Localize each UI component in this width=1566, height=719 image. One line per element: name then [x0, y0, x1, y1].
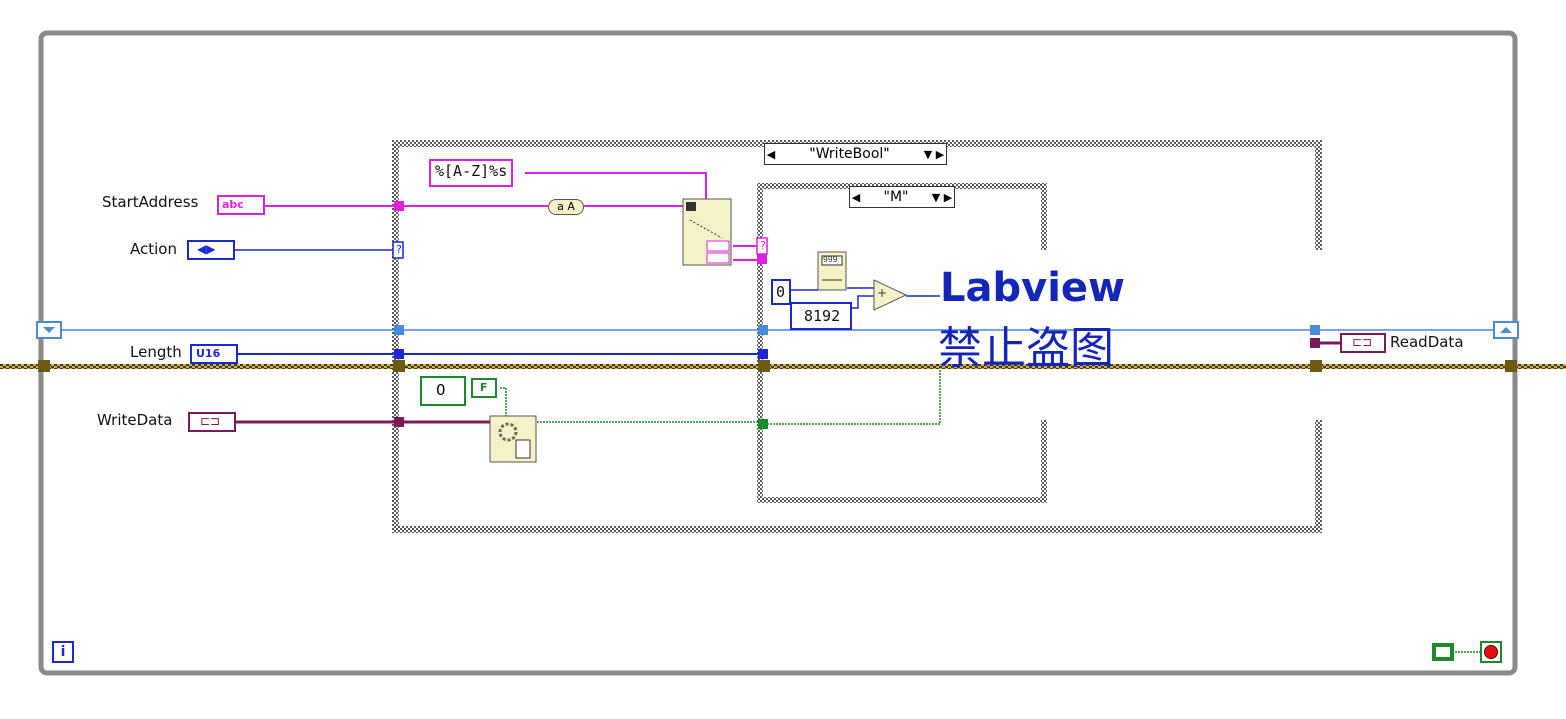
watermark-line1: Labview	[940, 265, 1125, 311]
offset-constant[interactable]: 8192	[790, 302, 852, 330]
label-start-address: StartAddress	[102, 193, 199, 211]
bool-tunnel-inner	[758, 419, 768, 429]
shift-register-right[interactable]	[1493, 321, 1519, 339]
inner-case-label: "M"	[883, 189, 909, 205]
dropdown-arrow-icon[interactable]: ▼	[922, 144, 934, 164]
u16-type-label: U16	[196, 347, 221, 360]
inner-case-selector[interactable]: ◀ "M" ▼ ▶	[849, 186, 955, 208]
string-tunnel-inner	[757, 254, 767, 264]
bool-wire	[500, 370, 941, 425]
label-read-data: ReadData	[1390, 333, 1464, 351]
numeric-wires-inner	[790, 287, 940, 309]
length-tunnel-outer	[394, 349, 404, 359]
blue-tunnel-right	[1310, 325, 1320, 335]
enum-arrows-icon: ◀▶	[197, 242, 216, 256]
true-constant[interactable]	[1432, 643, 1454, 661]
variant-tunnel-outer	[394, 417, 404, 427]
error-tunnel-case-inner-left	[758, 360, 770, 372]
string-tunnel	[394, 201, 404, 211]
numeric-display-label: 999	[823, 255, 838, 264]
shift-register-left[interactable]	[36, 321, 62, 339]
outer-case-label: "WriteBool"	[809, 146, 890, 162]
watermark-line2: 禁止盗图	[938, 323, 1114, 374]
to-upper-node[interactable]: a A	[548, 199, 584, 215]
stop-terminal[interactable]	[1480, 641, 1502, 663]
blue-tunnel-inner	[758, 325, 768, 335]
to-upper-label: a A	[557, 200, 575, 213]
dropdown-arrow-icon[interactable]: ▼	[930, 187, 942, 207]
action-enum-control[interactable]: ◀▶	[187, 240, 235, 260]
decimal-string-to-number-node[interactable]	[817, 251, 847, 291]
format-string-constant[interactable]: %[A-Z]%s	[429, 159, 514, 187]
case-selector-question: ?	[396, 243, 402, 256]
label-length: Length	[130, 343, 182, 361]
variant-icon: ⊏⊐	[1352, 335, 1373, 349]
while-loop-border[interactable]	[38, 30, 1518, 676]
read-tunnel-right	[1310, 338, 1320, 348]
error-wire	[0, 364, 1566, 369]
scan-from-string-node[interactable]	[682, 198, 732, 266]
iteration-terminal: i	[52, 641, 74, 663]
string-type-label: abc	[222, 198, 244, 211]
case-selector-question-inner: ?	[760, 239, 766, 252]
case-selector-terminal[interactable]	[392, 241, 404, 259]
case-selector-terminal-inner[interactable]	[756, 237, 768, 255]
read-data-indicator[interactable]: ⊏⊐	[1340, 333, 1386, 353]
zero-constant-outer[interactable]: 0	[420, 376, 466, 406]
add-node[interactable]	[873, 279, 908, 311]
increment-arrow-icon[interactable]: ▶	[942, 187, 954, 207]
error-tunnel-case-outer-left	[393, 360, 405, 372]
label-write-data: WriteData	[97, 411, 173, 429]
length-control[interactable]: U16	[190, 344, 238, 364]
zero-value: 0	[436, 381, 446, 399]
false-constant[interactable]: F	[471, 378, 497, 398]
false-label: F	[480, 381, 488, 394]
error-tunnel-left	[38, 360, 50, 372]
blue-tunnel-outer	[394, 325, 404, 335]
variant-icon: ⊏⊐	[200, 414, 221, 428]
inner-case-structure[interactable]	[757, 183, 1051, 503]
zero-constant-inner[interactable]: 0	[771, 279, 791, 305]
label-action: Action	[130, 240, 177, 258]
error-tunnel-case-outer-right	[1310, 360, 1322, 372]
length-tunnel-inner	[758, 349, 768, 359]
decrement-arrow-icon[interactable]: ◀	[850, 187, 862, 207]
error-tunnel-right	[1505, 360, 1517, 372]
start-address-control[interactable]: abc	[217, 195, 265, 215]
variant-function-node[interactable]	[489, 415, 537, 463]
decrement-arrow-icon[interactable]: ◀	[765, 144, 777, 164]
watermark-white-patch	[945, 370, 1065, 415]
increment-arrow-icon[interactable]: ▶	[934, 144, 946, 164]
write-data-control[interactable]: ⊏⊐	[188, 412, 236, 432]
outer-case-selector[interactable]: ◀ "WriteBool" ▼ ▶	[764, 143, 947, 165]
add-symbol: +	[877, 286, 888, 300]
